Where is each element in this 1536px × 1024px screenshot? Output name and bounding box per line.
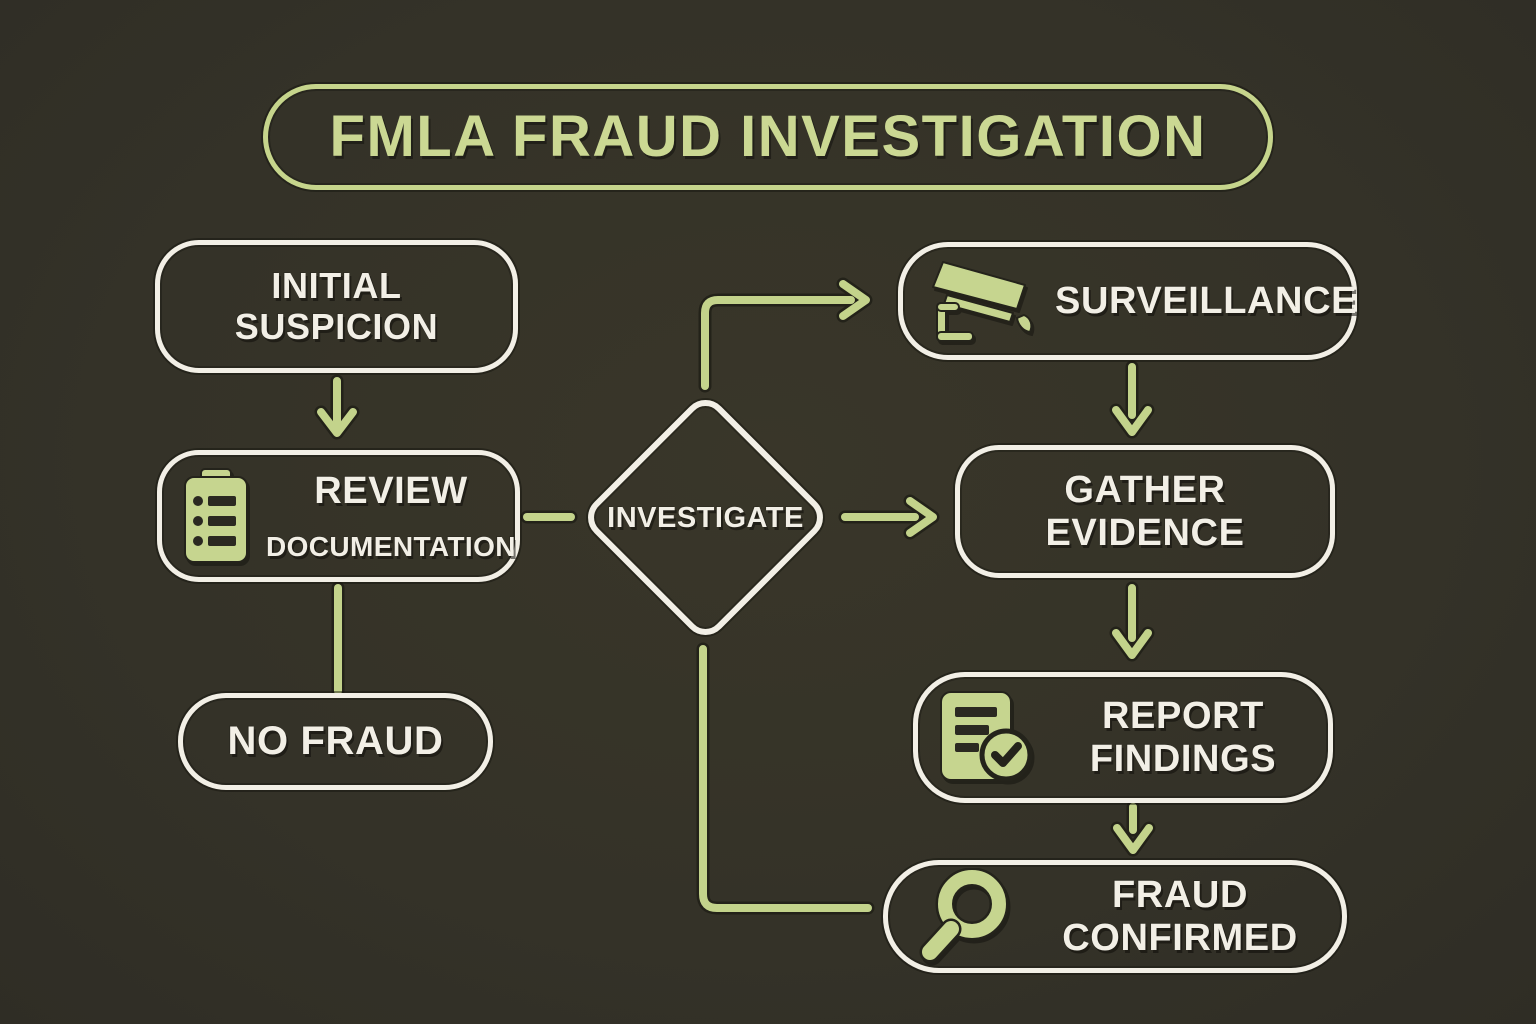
cctv-camera-icon	[932, 261, 1033, 342]
node-review-documentation-label: REVIEW DOCUMENTATION	[266, 452, 530, 580]
node-initial-suspicion: INITIAL SUSPICION	[155, 240, 518, 373]
node-no-fraud: NO FRAUD	[178, 693, 493, 790]
node-investigate: INVESTIGATE	[578, 390, 833, 645]
node-investigate-label: INVESTIGATE	[607, 501, 804, 534]
node-fraud-confirmed-label: FRAUD CONFIRMED	[1062, 873, 1298, 959]
node-surveillance-label: SURVEILLANCE	[1055, 279, 1358, 322]
node-report-findings: REPORT FINDINGS	[913, 672, 1333, 803]
node-report-findings-label: REPORT FINDINGS	[1089, 694, 1277, 780]
review-line1: REVIEW	[314, 470, 468, 513]
node-initial-suspicion-label: INITIAL SUSPICION	[234, 265, 439, 347]
node-review-documentation: REVIEW DOCUMENTATION	[157, 450, 520, 582]
node-gather-evidence: GATHER EVIDENCE	[955, 445, 1335, 578]
node-no-fraud-label: NO FRAUD	[227, 719, 444, 764]
clipboard-checklist-icon	[184, 468, 248, 563]
node-gather-evidence-label: GATHER EVIDENCE	[1045, 468, 1245, 554]
page-title: FMLA FRAUD INVESTIGATION	[329, 103, 1207, 169]
node-surveillance: SURVEILLANCE	[898, 242, 1357, 360]
review-line2: DOCUMENTATION	[266, 530, 516, 562]
node-fraud-confirmed: FRAUD CONFIRMED	[883, 860, 1347, 973]
magnifier-icon	[919, 867, 1009, 962]
title-banner: FMLA FRAUD INVESTIGATION	[263, 84, 1273, 190]
document-check-icon	[940, 690, 1033, 781]
